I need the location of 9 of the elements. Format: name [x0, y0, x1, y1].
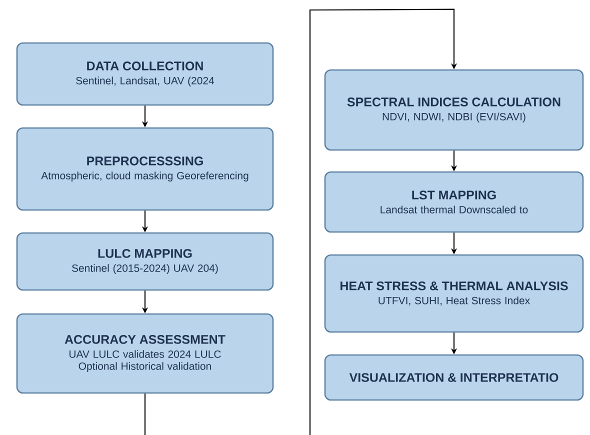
process-box: VISUALIZATION & INTERPRETATIO: [324, 354, 584, 401]
process-box: DATA COLLECTION Sentinel, Landsat, UAV (2024: [16, 42, 274, 106]
process-box: HEAT STRESS & THERMAL ANALYSIS UTFVI, SUHI, Heat Stress Index: [324, 254, 584, 333]
process-box: ACCURACY ASSESSMENT UAV LULC validates 2024 LULC Optional Historical validation: [16, 313, 274, 394]
process-box: LULC MAPPING Sentinel (2015-2024) UAV 204): [16, 232, 274, 291]
arrow: [144, 8, 458, 435]
process-box: LST MAPPING Landsat thermal Downscaled to: [324, 171, 584, 233]
process-box: SPECTRAL INDICES CALCULATION NDVI, NDWI, NDBI (EVI/SAVI): [324, 69, 584, 151]
process-box: PREPROCESSSING Atmospheric, cloud masking Georeferencing: [16, 127, 274, 211]
